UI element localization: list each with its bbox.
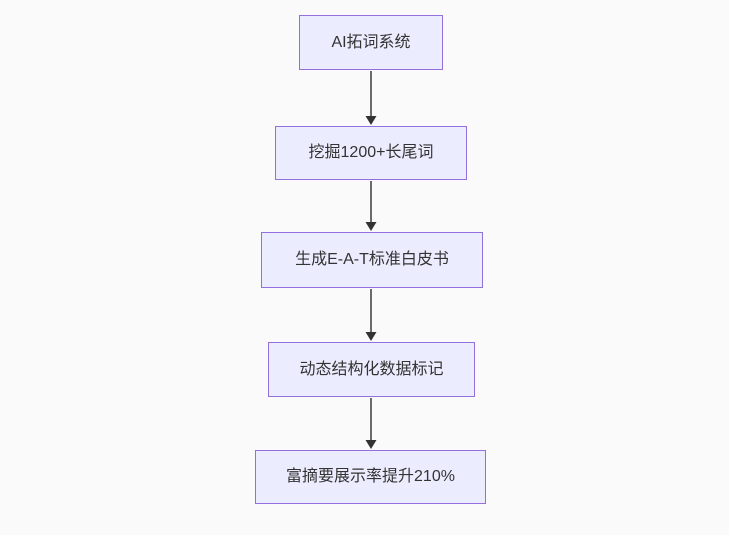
edge-n2-n3 <box>365 181 377 231</box>
flow-node-longtail-mining: 挖掘1200+长尾词 <box>275 126 467 180</box>
flow-node-structured-data: 动态结构化数据标记 <box>268 342 475 397</box>
flow-node-label: 富摘要展示率提升210% <box>286 468 455 485</box>
flow-node-label: 挖掘1200+长尾词 <box>308 144 434 161</box>
flow-node-rich-snippet-result: 富摘要展示率提升210% <box>255 450 486 504</box>
edge-n4-n5 <box>365 398 377 449</box>
flow-node-label: AI拓词系统 <box>331 33 411 51</box>
edge-n3-n4 <box>365 289 377 341</box>
flow-node-label: 生成E-A-T标准白皮书 <box>295 251 449 268</box>
edge-n1-n2 <box>365 71 377 125</box>
flow-node-label: 动态结构化数据标记 <box>299 360 444 378</box>
flow-node-eat-whitepaper: 生成E-A-T标准白皮书 <box>261 232 483 288</box>
flow-node-ai-word-system: AI拓词系统 <box>299 15 443 70</box>
